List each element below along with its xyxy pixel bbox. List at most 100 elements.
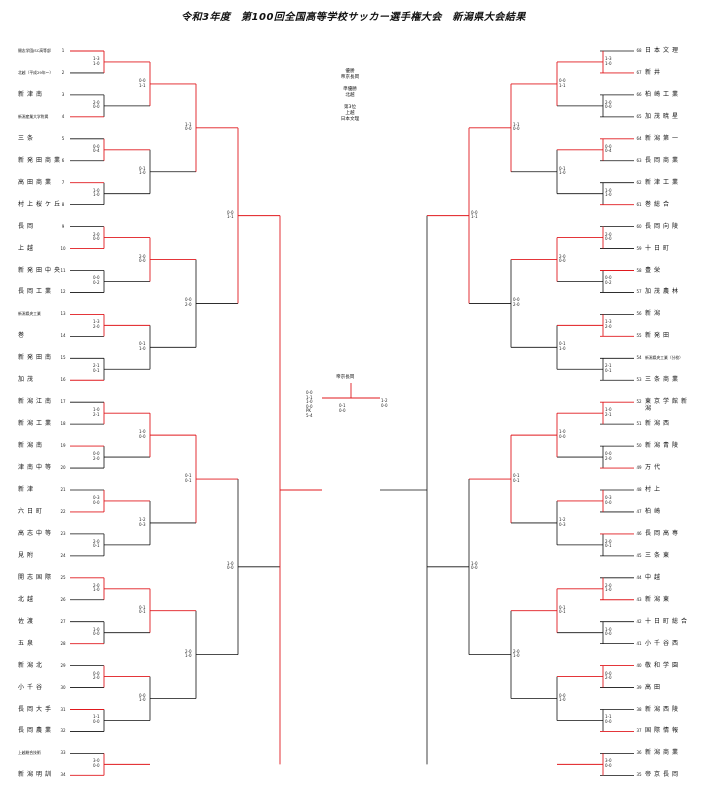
bracket-winner-lines <box>70 50 634 776</box>
runnerup-label: 準優勝 <box>343 86 357 92</box>
team-seed: 5 <box>61 135 65 141</box>
team-name: 開志国際 <box>18 573 55 581</box>
third-name-2: 日本文理 <box>340 117 360 123</box>
team-seed: 24 <box>60 552 66 558</box>
team-name: 柏崎 <box>645 507 664 515</box>
match-score: 2-0 0-0 <box>93 99 100 110</box>
team-seed: 23 <box>60 530 66 536</box>
team-seed: 58 <box>636 267 642 273</box>
final-winner-label: 帝京長岡 <box>336 375 355 380</box>
runnerup-name: 北越 <box>345 93 355 99</box>
team-seed: 38 <box>636 706 642 712</box>
match-score: 0-0 2-0 <box>93 451 100 461</box>
team-name: 新津 <box>18 486 37 493</box>
match-score: 0-0 2-0 <box>605 451 612 461</box>
team-name: 長岡向陵 <box>645 222 682 230</box>
match-score: 2-0 1-0 <box>93 582 100 593</box>
match-score: 0-0 1-0 <box>139 692 146 703</box>
team-seed: 54 <box>636 355 642 361</box>
final-score-right: 1-2 0-0 <box>381 398 388 408</box>
team-name: 新潟西陵 <box>645 705 682 713</box>
team-name: 三条商業 <box>645 376 682 384</box>
team-seed: 40 <box>636 662 642 668</box>
team-seed: 36 <box>636 750 642 756</box>
team-name: 新潟工業 <box>18 420 55 428</box>
team-name: 高志中等 <box>18 529 55 537</box>
team-seed: 1 <box>61 48 65 53</box>
match-score: 1-0 0-0 <box>559 429 566 439</box>
team-seed: 30 <box>60 684 66 690</box>
team-name: 新潟 <box>645 310 664 318</box>
team-seed: 63 <box>636 157 642 163</box>
team-name: 新潟東 <box>645 595 673 603</box>
team-seed: 20 <box>60 465 66 471</box>
team-seed: 60 <box>636 223 642 229</box>
team-seed: 49 <box>636 465 642 471</box>
team-name: 帝京長岡 <box>645 771 682 779</box>
team-seed: 2 <box>61 69 65 75</box>
match-score: 0-3 0-0 <box>605 494 612 505</box>
match-score: 1-3 2-0 <box>605 319 612 329</box>
team-seed: 55 <box>636 333 642 339</box>
team-seed: 56 <box>636 311 642 317</box>
team-name: 新井 <box>645 68 664 76</box>
team-name: 巻総合 <box>645 200 673 208</box>
match-score: 1-0 0-0 <box>605 626 612 637</box>
match-score: 0-1 1-0 <box>559 341 566 351</box>
team-seed: 47 <box>636 508 642 514</box>
match-score: 0-0 2-0 <box>93 670 100 681</box>
team-name: 上越総合技術 <box>18 750 41 756</box>
team-name: 開志学園JSC高等部 <box>18 48 51 53</box>
team-name: 三条 <box>18 134 37 142</box>
team-name: 十日町総合 <box>645 617 691 625</box>
match-score: 3-0 0-0 <box>605 758 612 768</box>
team-name: 新潟南 <box>18 442 46 450</box>
team-name: 佐渡 <box>18 617 37 625</box>
match-score: 0-0 1-1 <box>559 77 566 88</box>
match-score: 1-1 0-0 <box>93 714 100 725</box>
match-score: 1-0 0-0 <box>93 626 100 637</box>
match-score: 0-0 1-1 <box>227 209 234 220</box>
team-seed: 53 <box>636 377 642 383</box>
team-name: 長岡工業 <box>18 288 55 296</box>
champion-name: 帝京長岡 <box>340 75 360 81</box>
team-seed: 12 <box>60 289 66 295</box>
team-name: 十日町 <box>645 244 673 252</box>
team-seed: 10 <box>60 245 66 251</box>
team-seed: 33 <box>60 750 66 756</box>
team-name: 五泉 <box>18 639 37 647</box>
team-name: 新発田南 <box>18 354 55 362</box>
match-score: 1-0 0-0 <box>471 560 478 571</box>
team-seed: 7 <box>61 179 65 185</box>
final-score-center: 0-1 0-0 <box>339 403 346 413</box>
match-score: 2-0 0-0 <box>559 253 566 264</box>
match-score: 1-3 1-0 <box>93 55 100 66</box>
team-name: 新潟明訓 <box>18 771 55 779</box>
team-name: 敬和学園 <box>645 661 682 669</box>
team-name: 新潟県央工業（分校） <box>645 355 683 361</box>
match-score: 0-0 2-0 <box>605 670 612 681</box>
page-title: 令和3年度 第100回全国高等学校サッカー選手権大会 新潟県大会結果 <box>181 12 526 23</box>
team-name: 六日町 <box>18 507 46 515</box>
team-seed: 43 <box>636 596 642 602</box>
match-score: 2-0 0-0 <box>139 253 146 264</box>
third-label: 第3位 <box>343 104 357 110</box>
match-score: 0-1 1-0 <box>139 341 146 351</box>
team-seed: 16 <box>60 377 66 383</box>
team-seed: 19 <box>60 443 66 449</box>
team-seed: 8 <box>61 201 65 207</box>
team-seed: 68 <box>636 48 642 53</box>
team-seed: 42 <box>636 618 642 624</box>
team-name: 新津南 <box>18 90 46 98</box>
team-seed: 21 <box>60 487 66 492</box>
match-score: 2-0 1-0 <box>513 648 520 659</box>
team-name: 長岡商業 <box>645 156 682 164</box>
team-seed: 6 <box>61 157 65 163</box>
bracket-lines <box>70 50 634 776</box>
team-seed: 17 <box>60 399 66 405</box>
team-seed: 31 <box>60 706 66 712</box>
team-name: 加茂暁星 <box>645 112 682 120</box>
team-seed: 25 <box>60 574 66 580</box>
team-seed: 3 <box>61 91 65 97</box>
match-score: 0-1 0-1 <box>559 604 566 615</box>
